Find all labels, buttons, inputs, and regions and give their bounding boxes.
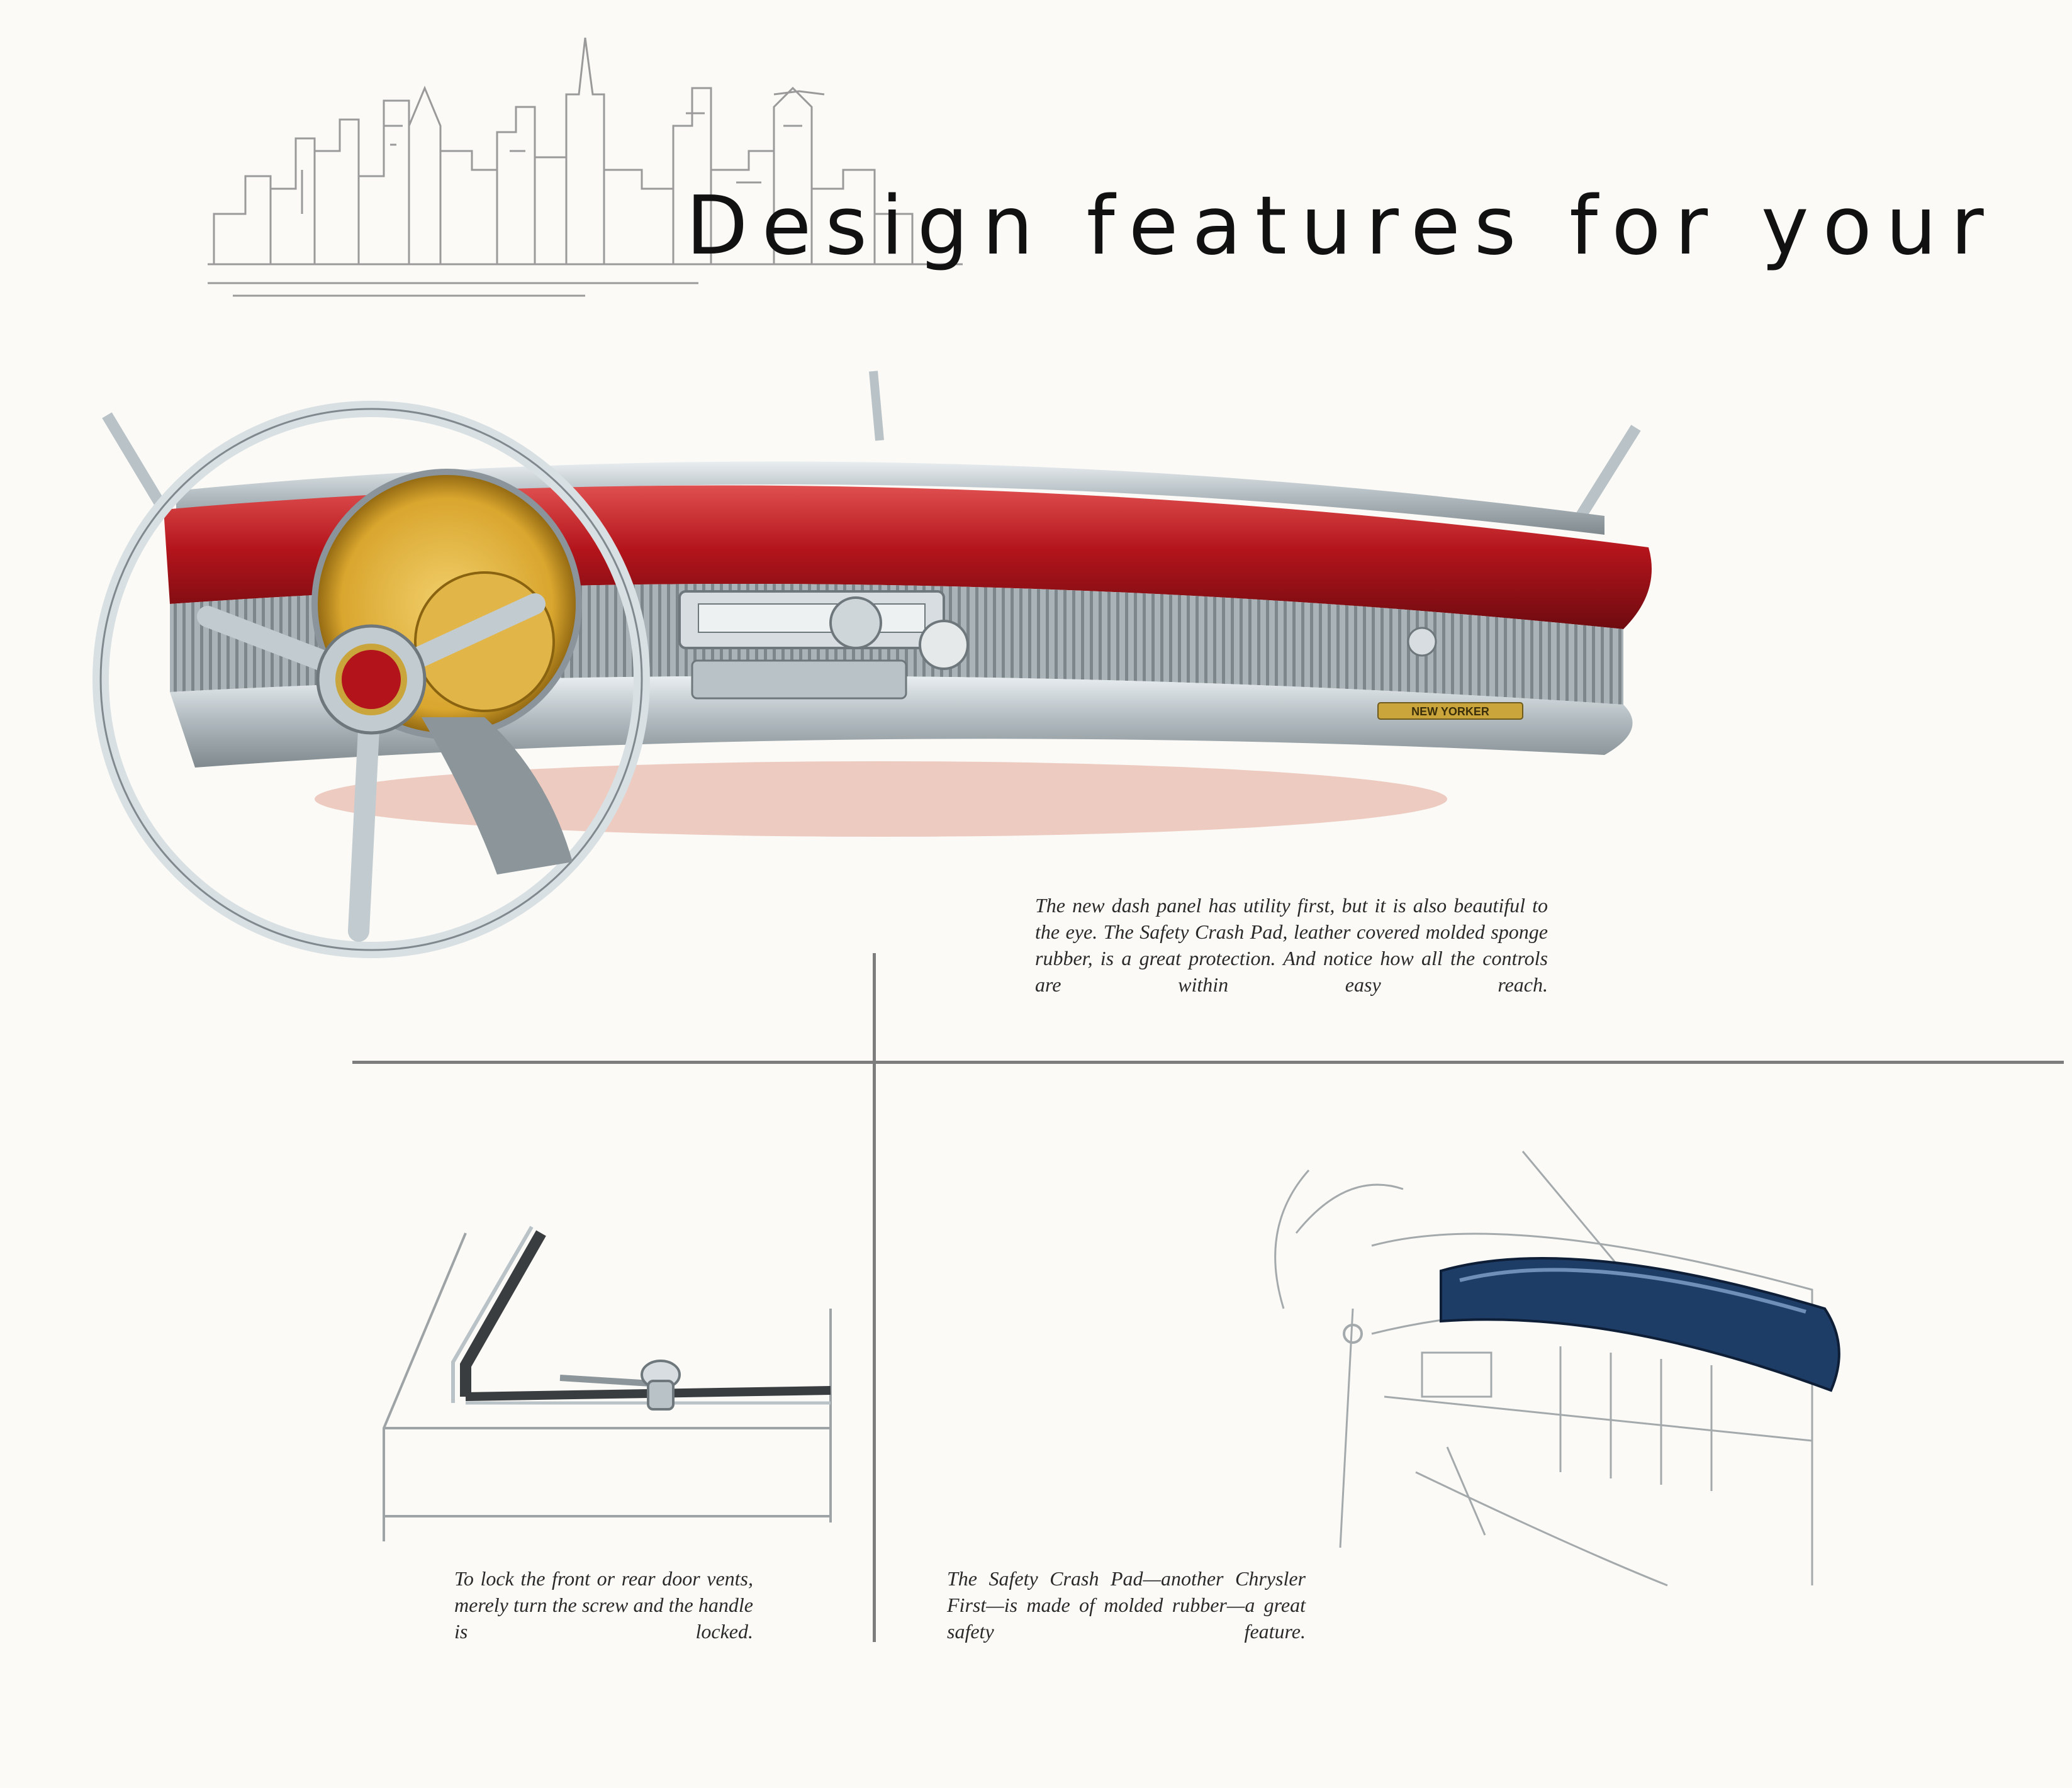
page-headline: Design features for your [686,179,1998,273]
dash-panel-caption: The new dash panel has utility first, bu… [1035,894,1548,996]
skyline-sketch [208,37,963,297]
crash-pad-illustration [1274,1151,1840,1587]
vent-lock-caption: To lock the front or rear door vents, me… [454,1567,753,1643]
horizontal-divider [352,1061,2064,1064]
crash-pad-caption: The Safety Crash Pad—another Chrysler Fi… [947,1567,1306,1643]
vertical-divider [873,953,876,1642]
dash-nameplate: NEW YORKER [1411,705,1489,718]
vent-lock-illustration [383,1226,832,1541]
dashboard-illustration: NEW YORKER [92,371,1652,958]
